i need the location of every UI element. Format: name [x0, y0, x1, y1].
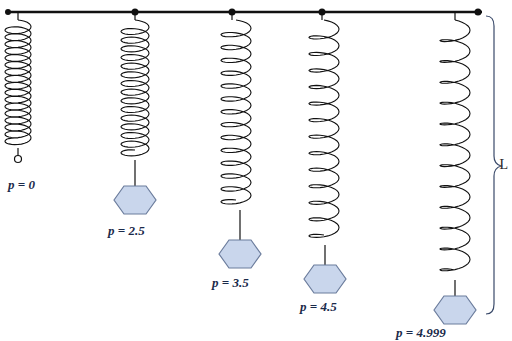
load-label: p = 2.5 [108, 224, 145, 237]
hook-wire [17, 148, 18, 156]
hook-wire [321, 12, 322, 20]
mass-hexagon [304, 265, 346, 293]
load-label: p = 0 [8, 178, 35, 191]
spring-coil [121, 20, 149, 156]
load-label: p = 4.5 [300, 300, 337, 313]
length-label: L [499, 158, 508, 172]
length-bracket [486, 16, 501, 314]
support-bar [8, 11, 482, 14]
spring-coil [221, 20, 251, 204]
pivot-dot [5, 9, 11, 15]
mass-hexagon [434, 296, 476, 324]
load-label: p = 4.999 [396, 326, 446, 339]
spring-coil [5, 20, 31, 145]
hook-wire [454, 12, 455, 20]
hook-wire [239, 210, 240, 240]
pivot-dot [475, 9, 482, 16]
hook-wire [17, 12, 18, 20]
hook-wire [324, 245, 325, 265]
mass-hexagon [219, 240, 261, 268]
hook-wire [134, 160, 135, 186]
end-ring [15, 156, 22, 163]
spring-coil [309, 20, 339, 237]
spring-coil [440, 20, 470, 271]
mass-hexagon [114, 186, 156, 214]
hook-wire [134, 12, 135, 20]
hook-wire [231, 12, 232, 20]
hook-wire [454, 280, 455, 296]
load-label: p = 3.5 [212, 276, 249, 289]
